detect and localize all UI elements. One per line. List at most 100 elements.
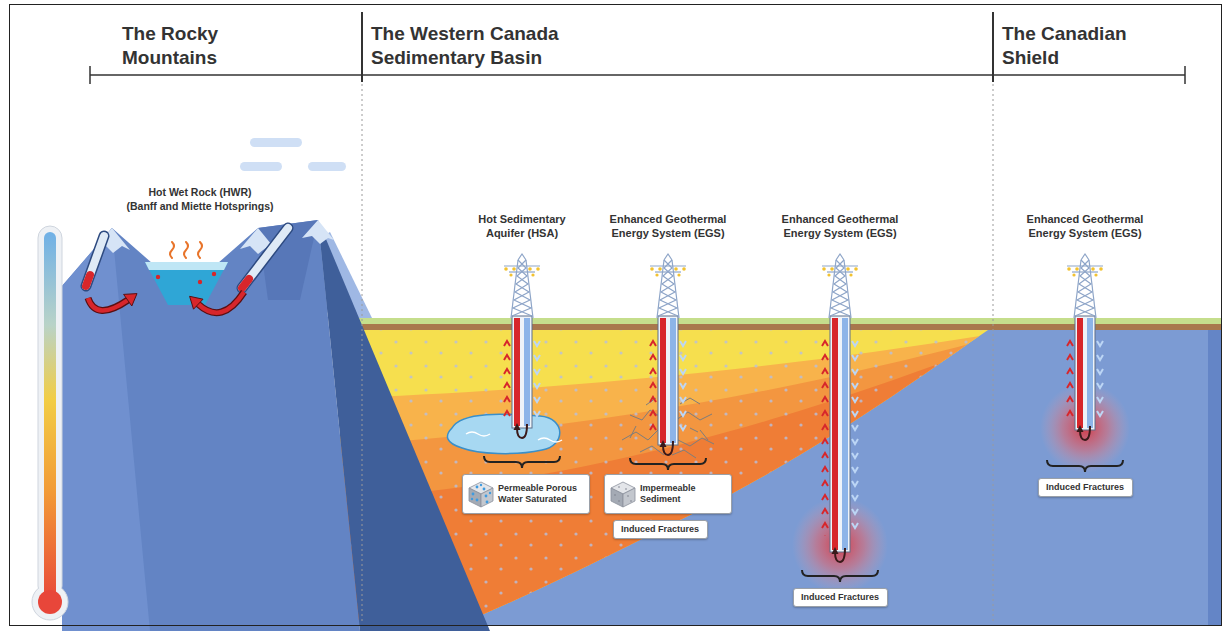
well [1065, 316, 1105, 440]
well [1077, 318, 1083, 428]
drilling-rig [1067, 254, 1103, 318]
flow-arrow [190, 296, 203, 309]
region-rule [361, 12, 363, 82]
clouds [250, 138, 302, 147]
well-title: Enhanced Geothermal Energy System (EGS) [779, 213, 901, 240]
aquifer-water [538, 438, 562, 442]
region-divider [993, 84, 994, 622]
region-rule [992, 12, 994, 82]
injection-pipe [86, 275, 90, 286]
clouds [240, 162, 282, 171]
well [658, 316, 678, 445]
impermeable-rock-icon [611, 482, 635, 507]
fracture-callout: Induced Fractures [613, 520, 708, 539]
well [524, 318, 530, 426]
hot-spring [145, 242, 228, 305]
permeable-rock-icon [476, 499, 479, 502]
permeable-rock-icon [481, 488, 493, 507]
well [1075, 316, 1095, 430]
hot-spring [145, 262, 228, 305]
callout-text: Impermeable Sediment [640, 483, 726, 505]
well [670, 318, 676, 443]
impermeable-rock-icon [611, 482, 635, 494]
thermometer [44, 232, 56, 604]
injection-pipe [86, 236, 104, 286]
region-divider [362, 84, 363, 622]
fracture-callout: Induced Fractures [1038, 478, 1133, 497]
permeable-rock-icon [480, 484, 482, 486]
fracture-network [672, 450, 696, 458]
impermeable-rock-icon [623, 488, 635, 507]
well [512, 316, 532, 428]
bracket [630, 458, 706, 470]
injection-pipe [86, 228, 288, 288]
well [1087, 318, 1093, 428]
impermeable-rock-icon [614, 494, 616, 496]
region-rule [993, 74, 1185, 76]
region-divider [362, 84, 993, 622]
frame [10, 5, 1222, 626]
permeable-rock-icon [489, 492, 491, 494]
permeable-rock-icon [483, 488, 486, 491]
well [514, 423, 521, 430]
hot-spring [170, 242, 174, 258]
well [648, 316, 688, 455]
drilling-rig [504, 254, 540, 318]
well [502, 316, 542, 438]
site-subtitle: (Banff and Miette Hotsprings) [105, 200, 295, 213]
well-title: Hot Sedimentary Aquifer (HSA) [461, 213, 583, 240]
permeable-rock-icon [471, 498, 473, 500]
well [1077, 425, 1084, 432]
flow-arrow [124, 294, 137, 306]
well [820, 316, 860, 562]
permeable-rock-icon [469, 482, 493, 507]
fracture-callout: Induced Fractures [793, 588, 888, 607]
impermeable-rock-icon [630, 500, 632, 502]
thermometer [32, 226, 68, 620]
well [832, 318, 838, 550]
hot-spring [156, 275, 160, 279]
fracture-network [678, 438, 714, 446]
hot-spring [170, 242, 202, 258]
impermeable-rock-icon [618, 500, 620, 502]
flow-arrow [88, 292, 244, 313]
permeable-rock-icon [476, 486, 479, 489]
callout-text: Induced Fractures [801, 592, 879, 603]
drilling-rig [822, 254, 858, 318]
fracture-network [640, 446, 664, 455]
fracture-network [630, 426, 636, 438]
material-callout: Permeable Porous Water Saturated [462, 474, 590, 514]
clouds [308, 162, 346, 171]
injection-pipe [86, 236, 104, 286]
region-heading: The Canadian Shield [1002, 22, 1180, 70]
rocky-mountains [302, 220, 334, 244]
bracket [802, 570, 878, 582]
aquifer-water [466, 432, 490, 436]
thermometer [38, 590, 62, 614]
frame [10, 5, 1222, 626]
well [842, 318, 848, 550]
impermeable-rock-icon [611, 488, 623, 507]
impermeable-rock-icon [618, 486, 620, 488]
region-rule [90, 12, 1185, 84]
rocky-mountains [62, 220, 490, 631]
region-heading: The Rocky Mountains [122, 22, 262, 70]
material-callout: Impermeable Sediment [604, 474, 732, 514]
drilling-rig [504, 254, 1103, 318]
well [514, 318, 520, 426]
region-rule [89, 66, 91, 84]
well [660, 318, 666, 443]
permeable-rock-icon [469, 488, 481, 507]
injection-pipe [242, 279, 249, 288]
ground-basement [1208, 330, 1221, 625]
aquifer-water [447, 414, 559, 453]
callout-text: Induced Fractures [621, 524, 699, 535]
injection-pipe [242, 228, 288, 288]
bracket [484, 456, 560, 468]
hot-spring [212, 272, 216, 276]
well [660, 440, 667, 447]
flow-arrow [198, 292, 244, 313]
hot-spring [156, 272, 216, 284]
permeable-rock-icon [486, 501, 489, 504]
hot-spring [198, 242, 202, 258]
